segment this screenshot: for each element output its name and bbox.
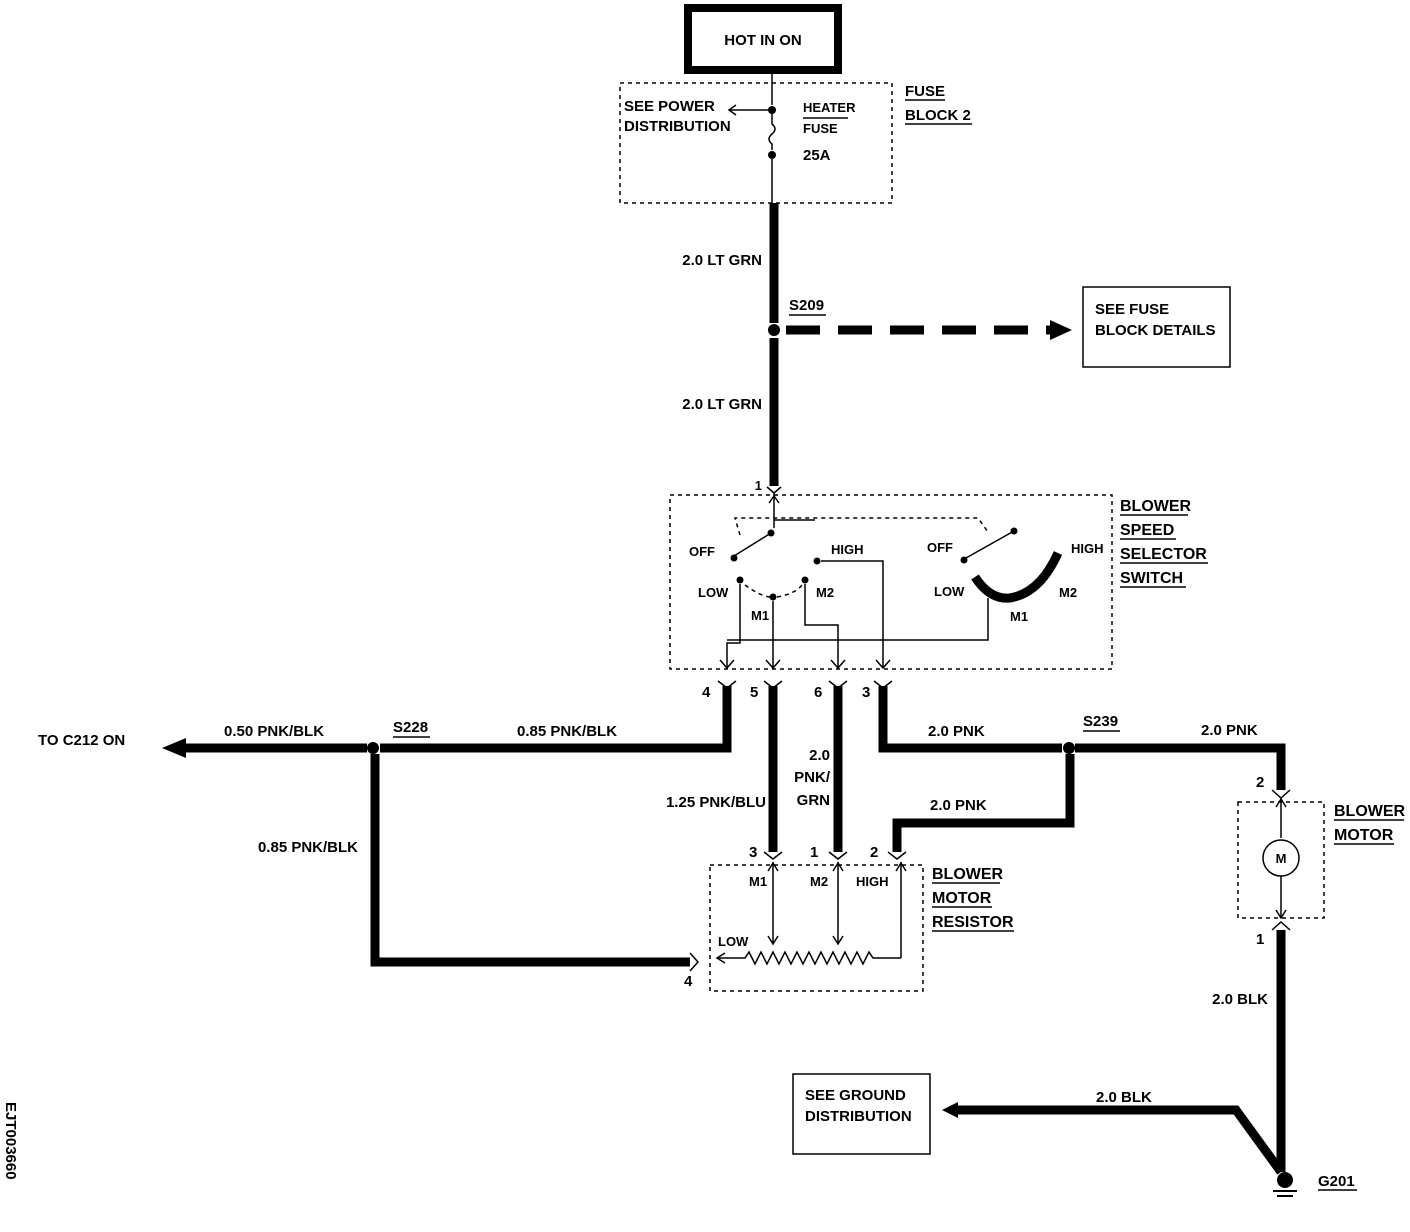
hot-in-on-box: HOT IN ON [684,4,842,74]
wire-label-c212-a: 0.50 PNK/BLK [224,723,324,740]
blower-motor: 2 M 1 BLOWER MOTOR [1237,774,1406,948]
fuse-details-line1: SEE FUSE [1095,301,1169,318]
wire-label-pnk-c: 2.0 PNK [1201,722,1258,739]
switch-high-left: HIGH [831,542,864,557]
resistor-pin3: 3 [749,844,757,861]
wire-label-m2-l2: PNK/ [794,769,831,786]
motor-pin1: 1 [1256,931,1264,948]
motor-name-line1: BLOWER [1334,803,1406,820]
splice-s228: S228 [367,719,430,754]
wire-label-pnk-a: 2.0 PNK [928,723,985,740]
wire-pnk-pin3 [878,686,1062,753]
hot-label: HOT IN ON [724,32,802,49]
resistor-name-line3: RESISTOR [932,914,1014,931]
see-power-line1: SEE POWER [624,98,715,115]
wire-label-m2-l3: GRN [797,792,830,809]
splice-s209: S209 [768,297,826,336]
switch-m1-left: M1 [751,608,769,623]
blower-motor-resistor: 3 1 2 M1 M2 HIGH LOW 4 BLOWER MOTOR RESI… [684,844,1014,992]
switch-high-right: HIGH [1071,541,1104,556]
motor-symbol: M [1276,851,1287,866]
resistor-name-line1: BLOWER [932,866,1004,883]
wire-label-blk-b: 2.0 BLK [1096,1089,1152,1106]
switch-name-line1: BLOWER [1120,498,1192,515]
switch-pin3: 3 [862,684,870,701]
side-code: EJT003660 [2,1102,19,1180]
resistor-name-line2: MOTOR [932,890,992,907]
motor-name-line2: MOTOR [1334,827,1394,844]
switch-off-left: OFF [689,544,715,559]
heater-fuse-line1: HEATER [803,100,856,115]
wire-label-lt-grn-top: 2.0 LT GRN [682,252,762,269]
wire-label-lt-grn-mid: 2.0 LT GRN [682,396,762,413]
splice-s239: S239 [1063,713,1120,754]
resistor-pin1: 1 [810,844,818,861]
wire-label-down-left: 0.85 PNK/BLK [258,839,358,856]
ground-distribution-box: SEE GROUND DISTRIBUTION [792,1073,931,1155]
switch-name-line2: SPEED [1120,522,1174,539]
switch-low-left: LOW [698,585,729,600]
resistor-pin4: 4 [684,973,693,990]
switch-name-line3: SELECTOR [1120,546,1207,563]
splice-s239-label: S239 [1083,713,1118,730]
wire-blk-to-ground-dist [955,1105,1285,1175]
splice-s209-label: S209 [789,297,824,314]
motor-pin2: 2 [1256,774,1264,791]
switch-pin-top: 1 [755,478,762,493]
wire-label-m2-l1: 2.0 [809,747,830,764]
splice-s228-label: S228 [393,719,428,736]
wire-pnk-to-resistor-high [892,754,1075,852]
ground-see-line2: DISTRIBUTION [805,1108,912,1125]
wire-label-c212-b: 0.85 PNK/BLK [517,723,617,740]
ground-see-line1: SEE GROUND [805,1087,906,1104]
fuse-block-name-line2: BLOCK 2 [905,107,971,124]
resistor-m1: M1 [749,874,767,889]
resistor-low: LOW [718,934,749,949]
resistor-m2: M2 [810,874,828,889]
fuse-rating: 25A [803,147,831,164]
resistor-high: HIGH [856,874,889,889]
blower-speed-selector-switch: 1 OFF LOW HIGH M1 M2 OFF HIGH LOW M1 M2 [669,478,1208,701]
wire-pnk-to-motor [1075,743,1286,790]
resistor-pin2: 2 [870,844,878,861]
wire-label-pnk-b: 2.0 PNK [930,797,987,814]
heater-fuse-line2: FUSE [803,121,838,136]
switch-low-right: LOW [934,584,965,599]
wire-label-m1: 1.25 PNK/BLU [666,794,766,811]
wire-label-blk-a: 2.0 BLK [1212,991,1268,1008]
switch-pin4: 4 [702,684,711,701]
switch-name-line4: SWITCH [1120,570,1183,587]
fuse-block-name-line1: FUSE [905,83,945,100]
ground-g201: G201 [1273,1172,1357,1197]
fuse-details-box: SEE FUSE BLOCK DETAILS [1082,286,1231,368]
switch-m2-left: M2 [816,585,834,600]
fuse-details-line2: BLOCK DETAILS [1095,322,1216,339]
see-power-line2: DISTRIBUTION [624,118,731,135]
fuse-block: SEE POWER DISTRIBUTION HEATER FUSE 25A F… [619,70,972,204]
switch-pin6: 6 [814,684,822,701]
wire-pnk-blk-pin4 [380,686,732,753]
switch-off-right: OFF [927,540,953,555]
switch-pin5: 5 [750,684,758,701]
switch-m2-right: M2 [1059,585,1077,600]
wire-pnk-blk-to-resistor [370,754,690,967]
to-c212-label: TO C212 ON [38,732,125,749]
switch-m1-right: M1 [1010,609,1028,624]
ground-g201-label: G201 [1318,1173,1355,1190]
